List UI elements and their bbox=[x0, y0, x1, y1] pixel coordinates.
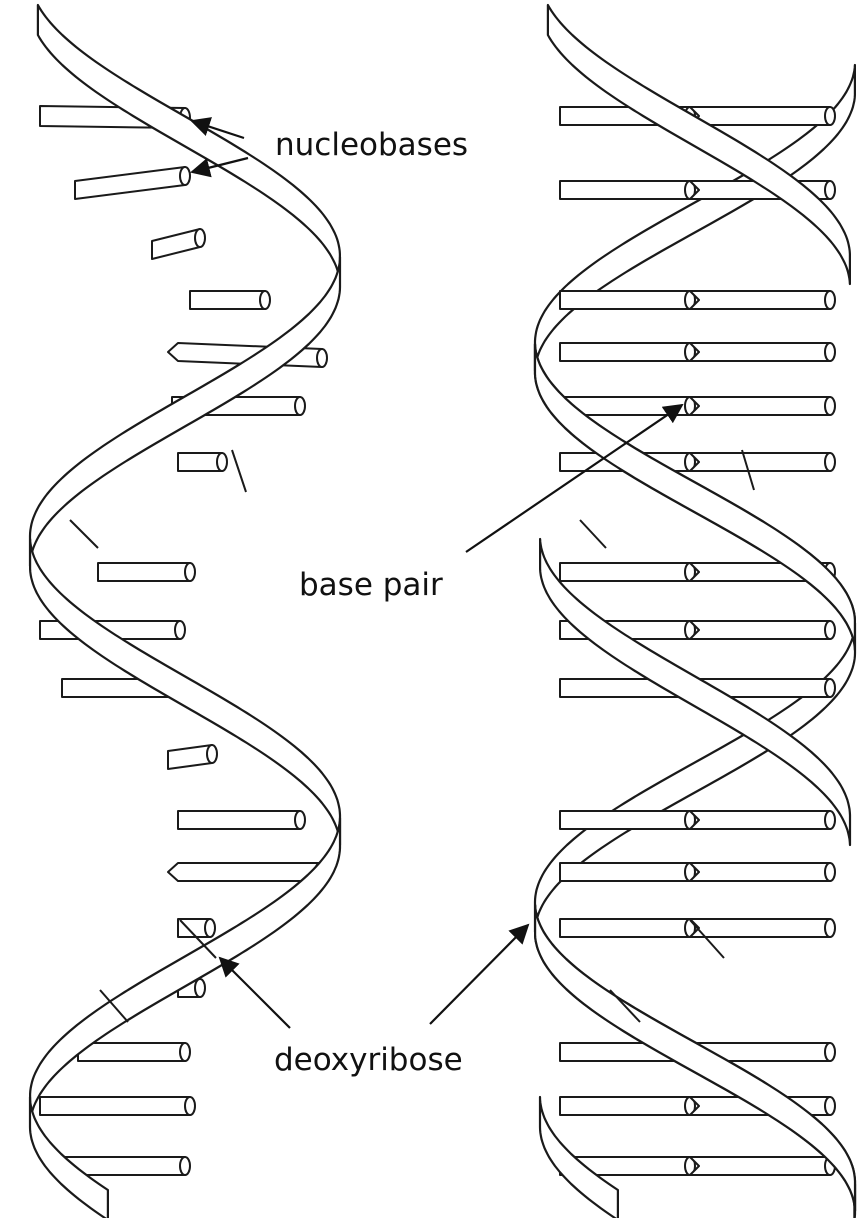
nucleobase-16 bbox=[78, 1043, 185, 1061]
base-pair-6-b bbox=[690, 453, 830, 471]
nucleobase-17-cap bbox=[185, 1097, 195, 1115]
base-pair-10-b bbox=[690, 811, 830, 829]
base-pair-1-b bbox=[690, 107, 830, 125]
nucleobase-3-cap bbox=[195, 229, 205, 247]
deoxyribose-segment-1 bbox=[232, 450, 246, 492]
base-pair-8-b bbox=[690, 621, 830, 639]
deoxyribose-segment-2 bbox=[70, 520, 98, 548]
nucleobases-label: nucleobases bbox=[271, 128, 472, 164]
nucleobase-4-cap bbox=[260, 291, 270, 309]
base-pair-7-a bbox=[560, 563, 690, 581]
base-pair-2-a bbox=[560, 181, 690, 199]
base-pair-13-b-cap bbox=[825, 1043, 835, 1061]
right-deoxyribose-segment-2 bbox=[580, 520, 606, 548]
base-pair-14-b-cap bbox=[825, 1097, 835, 1115]
double-strand-helix bbox=[535, 5, 855, 1218]
base-pair-4-a bbox=[560, 343, 690, 361]
base-pair-5-b-cap bbox=[825, 397, 835, 415]
base-pair-12-b bbox=[690, 919, 830, 937]
base-pair-11-b bbox=[690, 863, 830, 881]
base-pair-6-b-cap bbox=[825, 453, 835, 471]
base-pair-2-b-cap bbox=[825, 181, 835, 199]
nucleobase-7-cap bbox=[217, 453, 227, 471]
base-pair-15-b bbox=[690, 1157, 830, 1175]
deoxyribose-arrow-right bbox=[430, 925, 528, 1024]
nucleobase-8-cap bbox=[185, 563, 195, 581]
nucleobase-8 bbox=[98, 563, 190, 581]
base-pair-12-b-cap bbox=[825, 919, 835, 937]
base-pair-4-b-cap bbox=[825, 343, 835, 361]
nucleobase-2 bbox=[75, 167, 185, 199]
nucleobase-17 bbox=[40, 1097, 190, 1115]
base-pair-11-a bbox=[560, 863, 690, 881]
nucleobase-6-cap bbox=[295, 397, 305, 415]
base-pair-3-b bbox=[690, 291, 830, 309]
nucleobase-12-cap bbox=[295, 811, 305, 829]
deoxyribose-arrow-left bbox=[220, 958, 290, 1028]
nucleobase-18-cap bbox=[180, 1157, 190, 1175]
base-pair-1-b-cap bbox=[825, 107, 835, 125]
nucleobase-14-cap bbox=[205, 919, 215, 937]
nucleobase-15-cap bbox=[195, 979, 205, 997]
base-pair-5-b bbox=[690, 397, 830, 415]
nucleobase-12 bbox=[178, 811, 300, 829]
nucleobase-4 bbox=[190, 291, 265, 309]
nucleobase-9-cap bbox=[175, 621, 185, 639]
base-pair-14-a bbox=[560, 1097, 690, 1115]
base-pair-12-a bbox=[560, 919, 690, 937]
base-pair-3-b-cap bbox=[825, 291, 835, 309]
base-pair-9-b-cap bbox=[825, 679, 835, 697]
base-pair-10-a bbox=[560, 811, 690, 829]
nucleobase-11-cap bbox=[207, 745, 217, 763]
deoxyribose-label: deoxyribose bbox=[270, 1043, 467, 1079]
base-pair-8-b-cap bbox=[825, 621, 835, 639]
base-pair-11-b-cap bbox=[825, 863, 835, 881]
single-strand-helix bbox=[30, 5, 340, 1218]
base-pair-3-a bbox=[560, 291, 690, 309]
nucleobase-3 bbox=[152, 229, 200, 259]
nucleobase-7 bbox=[178, 453, 222, 471]
nucleobase-13 bbox=[168, 863, 320, 881]
nucleobase-16-cap bbox=[180, 1043, 190, 1061]
base-pair-10-b-cap bbox=[825, 811, 835, 829]
base-pair-4-b bbox=[690, 343, 830, 361]
nucleobase-11 bbox=[168, 745, 212, 769]
nucleobase-2-cap bbox=[180, 167, 190, 185]
base-pair-label: base pair bbox=[295, 568, 447, 604]
nucleobase-5-cap bbox=[317, 349, 327, 367]
